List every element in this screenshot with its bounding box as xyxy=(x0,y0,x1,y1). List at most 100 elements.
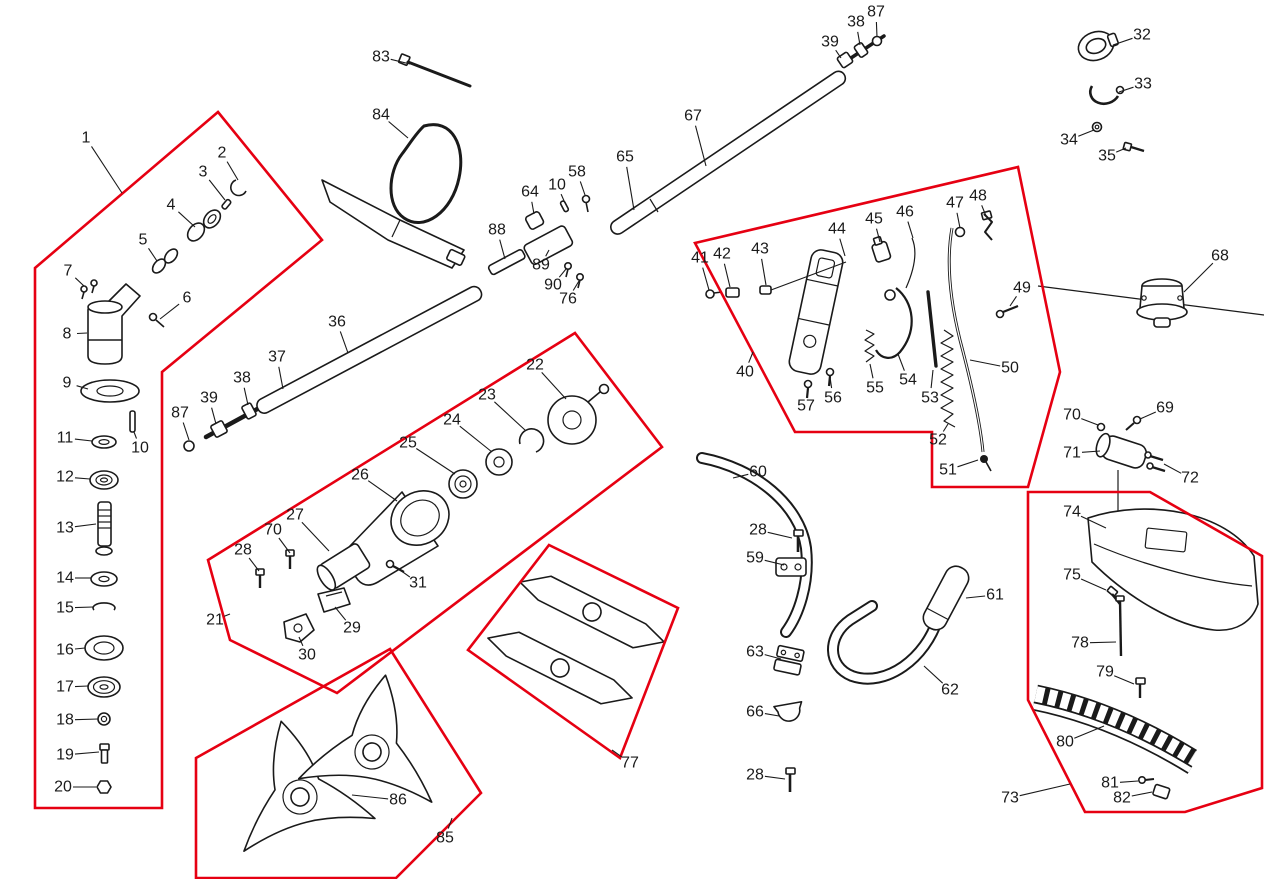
part-label-44: 44 xyxy=(828,221,846,238)
handle-assembly xyxy=(696,452,970,792)
leader-line-74 xyxy=(1080,515,1107,529)
washer-34 xyxy=(1091,121,1103,133)
leader-line-45 xyxy=(875,228,881,243)
part-label-86: 86 xyxy=(389,792,407,809)
pin-10 xyxy=(129,410,136,433)
leader-line-40 xyxy=(748,351,754,363)
part-label-11: 11 xyxy=(57,430,74,447)
shaft-ring-parts xyxy=(1077,30,1145,153)
part-label-72: 72 xyxy=(1181,470,1199,487)
part-label-79: 79 xyxy=(1096,664,1114,681)
part-label-13: 13 xyxy=(56,520,74,537)
leader-line-9 xyxy=(76,385,89,390)
circlip-23 xyxy=(518,428,545,453)
leader-line-62 xyxy=(923,665,944,684)
leader-line-24 xyxy=(459,425,493,453)
leader-line-28 xyxy=(767,531,793,539)
leader-line-32 xyxy=(1112,37,1133,46)
nut-18 xyxy=(97,712,111,726)
part-label-58: 58 xyxy=(568,164,586,181)
leader-line-59 xyxy=(764,559,785,566)
part-label-26: 26 xyxy=(351,467,369,484)
clamp-29 xyxy=(317,587,351,613)
leader-line-60 xyxy=(732,473,749,479)
part-label-66: 66 xyxy=(746,704,764,721)
shaft-tube-67 xyxy=(610,70,847,235)
clutch-drum-22 xyxy=(547,395,597,445)
part-label-68: 68 xyxy=(1211,248,1229,265)
blade-86 xyxy=(243,720,376,852)
group-outline-guard xyxy=(1026,490,1264,814)
leader-line-1 xyxy=(91,146,123,194)
leader-line-77 xyxy=(611,749,623,758)
part-label-46: 46 xyxy=(896,204,914,221)
leader-line-18 xyxy=(74,718,99,721)
screw-7a xyxy=(80,285,88,293)
leader-line-12 xyxy=(74,477,91,480)
leader-line-47 xyxy=(956,212,961,229)
bearing-12 xyxy=(89,470,119,490)
part-label-61: 61 xyxy=(986,587,1004,604)
part-label-24: 24 xyxy=(443,412,461,429)
leader-line-86 xyxy=(351,794,389,800)
leader-line-82 xyxy=(1131,791,1153,797)
part-label-55: 55 xyxy=(866,380,884,397)
bolt-83 xyxy=(406,60,472,88)
part-label-64: 64 xyxy=(521,184,539,201)
part-label-10: 10 xyxy=(131,440,149,457)
leader-line-61 xyxy=(965,595,986,599)
leader-line-89 xyxy=(545,249,550,257)
leader-line-42 xyxy=(723,263,731,288)
leader-line-44 xyxy=(839,238,846,257)
part-label-33: 33 xyxy=(1134,76,1152,93)
screw-76 xyxy=(575,272,584,281)
leader-line-30 xyxy=(298,636,304,647)
part-label-84: 84 xyxy=(372,107,390,124)
part-label-85: 85 xyxy=(436,830,454,847)
part-label-39: 39 xyxy=(821,34,839,51)
hanger-loop-84 xyxy=(389,123,463,224)
bolt-28-bottom xyxy=(785,767,796,775)
leader-line-8 xyxy=(76,332,88,335)
leader-line-38 xyxy=(857,31,861,46)
part-label-9: 9 xyxy=(63,375,72,392)
three-tooth-blades xyxy=(243,674,433,852)
leader-line-55 xyxy=(869,363,874,379)
clip-82 xyxy=(1152,783,1171,800)
connector-43 xyxy=(759,285,772,295)
leader-line-36 xyxy=(339,331,349,354)
leader-line-38 xyxy=(243,387,249,406)
leader-line-2 xyxy=(226,161,239,181)
leader-line-19 xyxy=(74,751,100,755)
part-label-28: 28 xyxy=(749,522,767,539)
part-label-6: 6 xyxy=(183,290,192,307)
part-label-15: 15 xyxy=(56,600,74,617)
leader-line-68 xyxy=(1183,262,1214,293)
leader-line-65 xyxy=(626,166,635,211)
two-tooth-blades xyxy=(487,575,665,705)
part-label-52: 52 xyxy=(929,432,947,449)
leader-line-33 xyxy=(1118,86,1134,93)
clamp-ring-32 xyxy=(1077,30,1119,62)
part-label-35: 35 xyxy=(1098,148,1116,165)
leader-line-64 xyxy=(531,201,535,215)
part-label-1: 1 xyxy=(82,130,91,147)
throttle-housing-44 xyxy=(788,249,844,375)
screw-41 xyxy=(705,289,715,299)
part-label-4: 4 xyxy=(167,197,176,214)
screw-90 xyxy=(563,261,572,270)
washer-11 xyxy=(91,435,117,449)
nut-87-lower xyxy=(183,440,195,452)
leader-line-34 xyxy=(1078,129,1095,137)
part-label-42: 42 xyxy=(713,246,731,263)
drive-shaft-assembly xyxy=(183,34,886,452)
part-label-63: 63 xyxy=(746,644,764,661)
ring-33 xyxy=(1089,85,1120,105)
part-label-65: 65 xyxy=(616,149,634,166)
cable-end-47 xyxy=(954,226,966,238)
clamp-63 xyxy=(773,644,805,676)
guard-assembly xyxy=(1032,415,1259,800)
part-label-43: 43 xyxy=(751,241,769,258)
part-label-38: 38 xyxy=(847,14,865,31)
